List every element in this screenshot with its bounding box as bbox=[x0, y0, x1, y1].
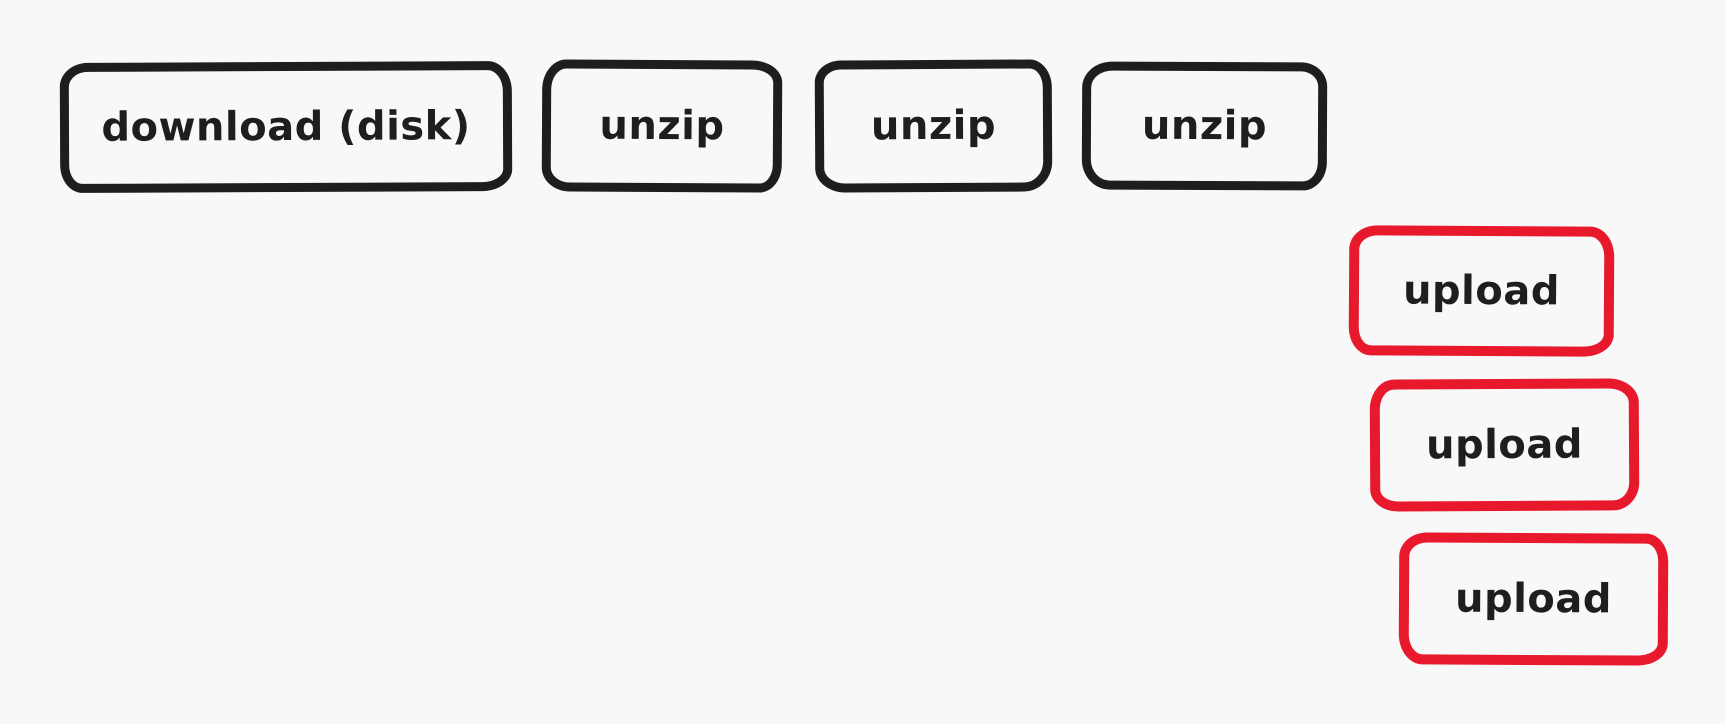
node-upload-3[interactable]: upload bbox=[1398, 532, 1669, 666]
node-download-disk[interactable]: download (disk) bbox=[59, 61, 513, 193]
node-unzip-1[interactable]: unzip bbox=[541, 59, 783, 193]
node-unzip-2-label: unzip bbox=[870, 102, 997, 150]
node-upload-2[interactable]: upload bbox=[1369, 378, 1640, 512]
node-upload-1[interactable]: upload bbox=[1348, 225, 1615, 357]
node-upload-2-label: upload bbox=[1425, 421, 1584, 469]
node-unzip-1-label: unzip bbox=[599, 102, 725, 150]
node-download-disk-label: download (disk) bbox=[101, 103, 471, 151]
node-upload-3-label: upload bbox=[1454, 575, 1613, 623]
node-unzip-3[interactable]: unzip bbox=[1081, 61, 1328, 191]
node-unzip-2[interactable]: unzip bbox=[814, 59, 1053, 193]
node-upload-1-label: upload bbox=[1402, 267, 1561, 315]
node-unzip-3-label: unzip bbox=[1141, 102, 1268, 150]
